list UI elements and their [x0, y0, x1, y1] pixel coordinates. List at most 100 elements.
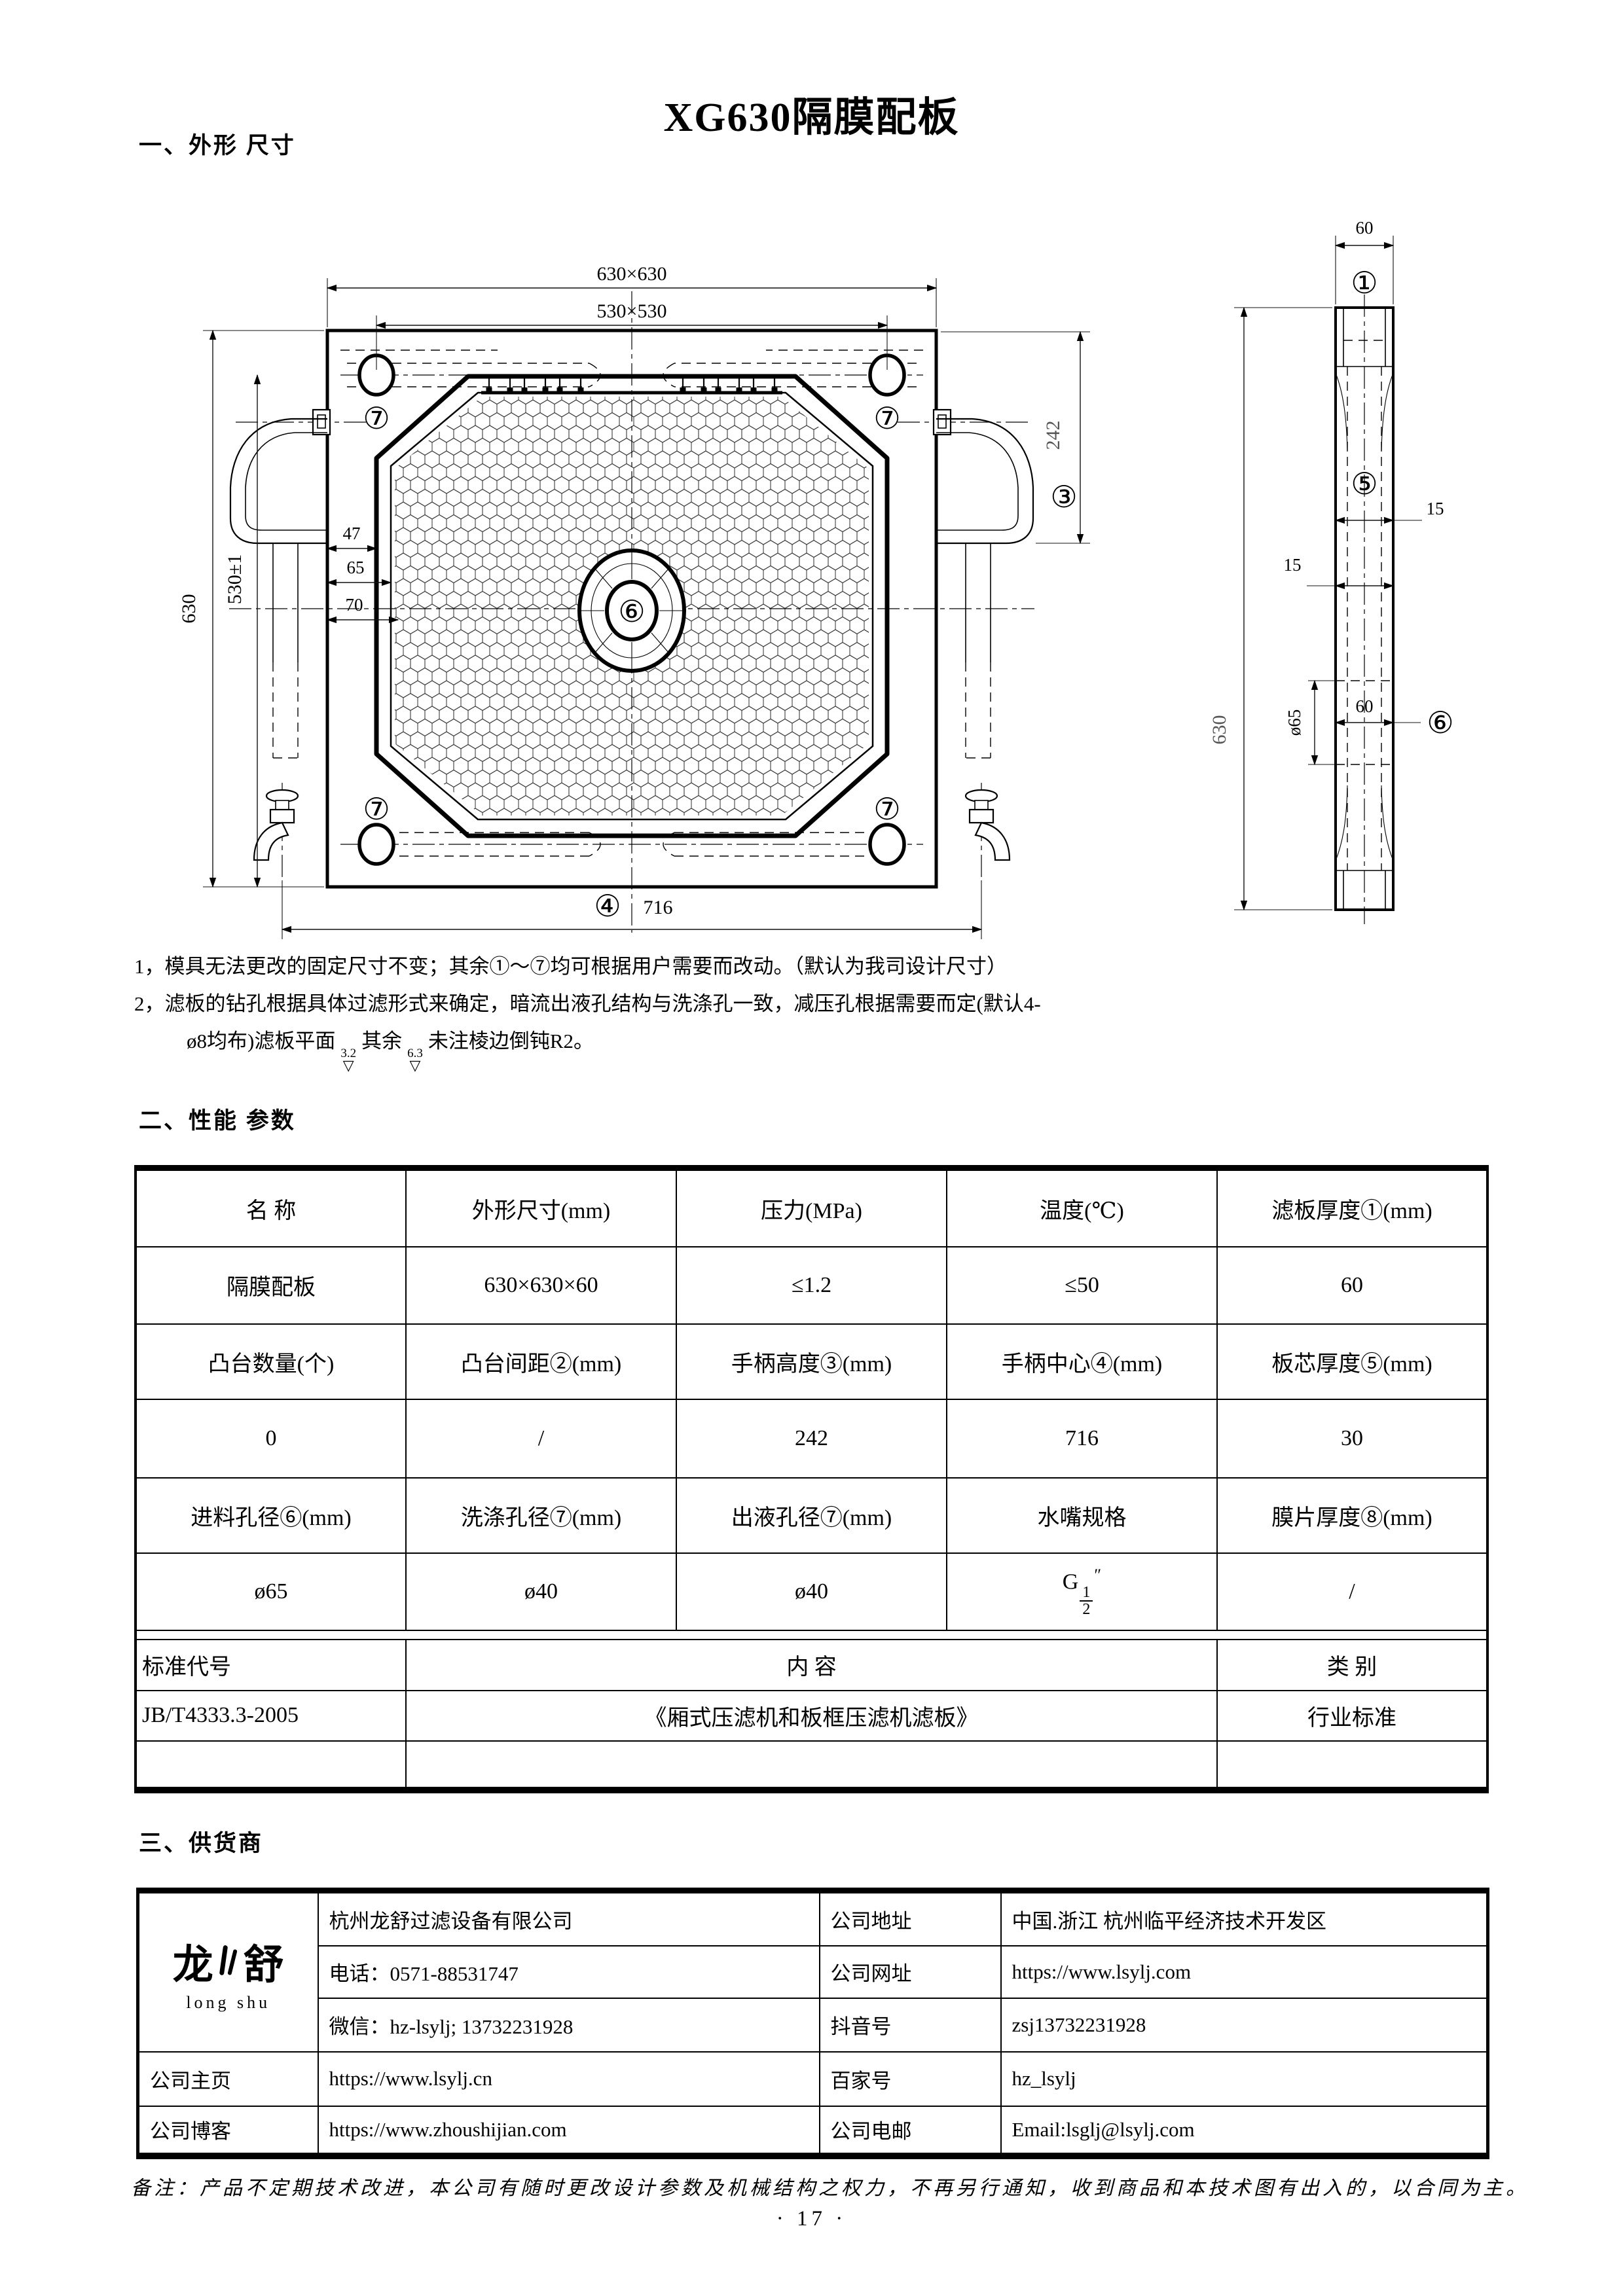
table-row: 凸台数量(个) 凸台间距②(mm) 手柄高度③(mm) 手柄中心④(mm) 板芯…: [135, 1323, 1488, 1400]
side-dimensions: 60 ① ⑤ 15 15 ø65 60 ⑥ 630: [1209, 218, 1454, 911]
perf-header-handle-height: 手柄高度③(mm): [676, 1323, 947, 1400]
perf-value-plate-thickness: 60: [1216, 1246, 1488, 1325]
perf-header-plate-thickness: 滤板厚度①(mm): [1216, 1167, 1488, 1247]
perf-header-pressure: 压力(MPa): [676, 1167, 947, 1247]
label-7-top-right: ⑦: [873, 401, 900, 436]
perf-header-outlet-hole: 出液孔径⑦(mm): [676, 1477, 947, 1554]
perf-value-wash-hole: ø40: [405, 1552, 677, 1631]
perf-header-name: 名 称: [135, 1167, 407, 1247]
dim-630x630: 630×630: [597, 263, 667, 285]
perf-value-handle-center: 716: [946, 1398, 1218, 1479]
empty-cell: [135, 1740, 407, 1791]
company-email: Email:lsglj@lsylj.com: [1000, 2105, 1489, 2157]
roughness-mark-2: 6.3▽: [407, 1047, 423, 1073]
perf-value-pressure: ≤1.2: [676, 1246, 947, 1325]
table-row: 隔膜配板 630×630×60 ≤1.2 ≤50 60: [135, 1246, 1488, 1325]
dim-47: 47: [343, 524, 361, 543]
perf-value-handle-height: 242: [676, 1398, 947, 1479]
footnote: 备注：产品不定期技术改进，本公司有随时更改设计参数及机械结构之权力，不再另行通知…: [131, 2178, 1529, 2199]
note-2-line1: 2，滤板的钻孔根据具体过滤形式来确定，暗流出液孔结构与洗涤孔一致，减压孔根据需要…: [134, 992, 1041, 1015]
table-row: [135, 1740, 1488, 1791]
perf-header-handle-center: 手柄中心④(mm): [946, 1323, 1218, 1400]
table-row: 名 称 外形尺寸(mm) 压力(MPa) 温度(℃) 滤板厚度①(mm): [135, 1167, 1488, 1247]
perf-value-feed-hole: ø65: [135, 1552, 407, 1631]
std-header-category: 类 别: [1216, 1638, 1488, 1691]
table-row: 标准代号 内 容 类 别: [135, 1638, 1488, 1691]
perf-value-membrane-thickness: /: [1216, 1552, 1488, 1631]
label-email: 公司电邮: [818, 2105, 1002, 2157]
perf-header-temperature: 温度(℃): [946, 1167, 1218, 1247]
perf-value-name: 隔膜配板: [135, 1246, 407, 1325]
center-feed-hole: [577, 548, 686, 673]
dim-70: 70: [346, 595, 363, 615]
perf-value-core-thickness: 30: [1216, 1398, 1488, 1479]
label-blog: 公司博客: [137, 2105, 319, 2157]
label-company-website: 公司网址: [818, 1945, 1002, 1999]
perf-header-nozzle-spec: 水嘴规格: [946, 1477, 1218, 1554]
table-row: 0 / 242 716 30: [135, 1398, 1488, 1479]
dim-o65: ø65: [1285, 709, 1304, 736]
perf-value-temperature: ≤50: [946, 1246, 1218, 1325]
nozzle-unit: ″: [1094, 1566, 1102, 1585]
section-heading-parameters: 二、性能 参数: [139, 1108, 296, 1134]
note-2-mid: 其余: [361, 1030, 403, 1052]
dim-716: 716: [644, 897, 673, 918]
dim-15-right: 15: [1427, 499, 1444, 518]
front-view: ⑦ ⑦ ⑦ ⑦ ⑥: [178, 263, 1090, 939]
label-7-bottom-left: ⑦: [363, 791, 390, 827]
side-view: 60 ① ⑤ 15 15 ø65 60 ⑥ 630: [1209, 218, 1454, 924]
label-7-top-left: ⑦: [363, 401, 390, 436]
spacer-cell: [135, 1629, 1488, 1640]
label-7-bottom-right: ⑦: [873, 791, 900, 827]
nozzle-numerator: 1: [1080, 1585, 1093, 1602]
std-value-category: 行业标准: [1216, 1689, 1488, 1742]
company-douyin: zsj13732231928: [1000, 1997, 1489, 2053]
company-phone: 电话：0571-88531747: [317, 1945, 820, 1999]
drainage-ticks: [486, 376, 778, 395]
roughness-mark-1: 3.2▽: [340, 1047, 356, 1073]
table-row: 公司主页 https://www.lsylj.cn 百家号 hz_lsylj: [137, 2051, 1489, 2107]
supplier-table: 龙舒 long shu 杭州龙舒过滤设备有限公司 公司地址 中国.浙江 杭州临平…: [136, 1888, 1489, 2159]
perf-header-boss-spacing: 凸台间距②(mm): [405, 1323, 677, 1400]
logo-brush-icon: [219, 1943, 238, 1979]
perf-header-size: 外形尺寸(mm): [405, 1167, 677, 1247]
section-heading-dimensions: 一、外形 尺寸: [139, 133, 296, 158]
logo-english: long shu: [186, 1993, 271, 2013]
roughness-triangle-icon: ▽: [409, 1057, 421, 1073]
company-wechat: 微信：hz-lsylj; 13732231928: [317, 1997, 820, 2053]
membrane-outline-inner: [390, 391, 874, 821]
roughness-value-1: 3.2: [340, 1047, 357, 1060]
empty-cell: [1216, 1740, 1488, 1791]
table-row: 龙舒 long shu 杭州龙舒过滤设备有限公司 公司地址 中国.浙江 杭州临平…: [137, 1890, 1489, 2053]
logo-char-shu: 舒: [243, 1943, 284, 1988]
dim-242: 242: [1042, 421, 1064, 450]
label-1: ①: [1351, 265, 1377, 300]
handles-and-fittings: [229, 408, 1034, 878]
perf-header-feed-hole: 进料孔径⑥(mm): [135, 1477, 407, 1554]
table-row: JB/T4333.3-2005 《厢式压滤机和板框压滤机滤板》 行业标准: [135, 1689, 1488, 1742]
company-homepage: https://www.lsylj.cn: [317, 2051, 820, 2107]
perf-value-boss-count: 0: [135, 1398, 407, 1479]
front-dimensions: 630×630 530×530 630 530±1 47 65 70: [178, 263, 1090, 939]
performance-table: 名 称 外形尺寸(mm) 压力(MPa) 温度(℃) 滤板厚度①(mm) 隔膜配…: [134, 1165, 1489, 1793]
section-heading-supplier: 三、供货商: [139, 1831, 264, 1856]
company-baijiahao: hz_lsylj: [1000, 2051, 1489, 2107]
perf-value-outlet-hole: ø40: [676, 1552, 947, 1631]
page-number: · 17 ·: [776, 2207, 847, 2231]
dim-60-top: 60: [1356, 218, 1374, 238]
std-value-content: 《厢式压滤机和板框压滤机滤板》: [405, 1689, 1218, 1742]
dim-530pm1: 530±1: [224, 554, 246, 604]
membrane-outline-outer: [374, 374, 890, 838]
std-value-code: JB/T4333.3-2005: [135, 1689, 407, 1742]
empty-cell: [405, 1740, 1218, 1791]
logo-char-long: 龙: [172, 1943, 213, 1988]
label-3: ③: [1050, 479, 1077, 514]
label-6-center: ⑥: [618, 594, 645, 629]
technical-drawing: ⑦ ⑦ ⑦ ⑦ ⑥: [178, 218, 1454, 939]
dim-530x530: 530×530: [597, 300, 667, 322]
dim-60-mid: 60: [1356, 696, 1374, 716]
notes-block: 1，模具无法更改的固定尺寸不变；其余①～⑦均可根据用户需要而改动。（默认为我司设…: [134, 948, 1568, 1073]
std-header-code: 标准代号: [135, 1638, 407, 1691]
